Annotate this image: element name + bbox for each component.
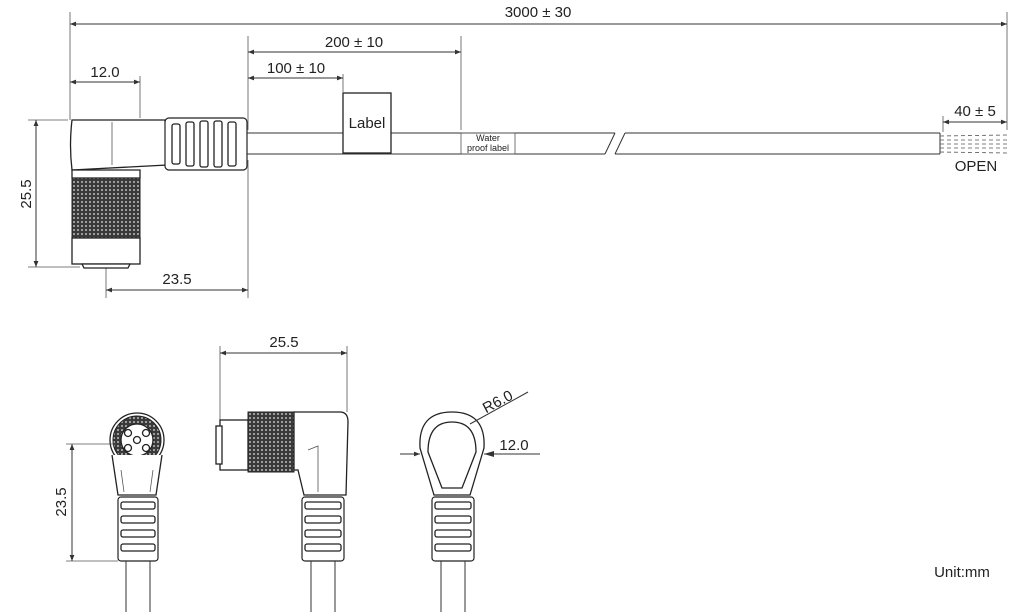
head-height-text: 25.5 <box>18 179 35 208</box>
dim-side-view-length: 25.5 <box>219 334 348 420</box>
label-offset-text: 100 ± 10 <box>267 60 325 77</box>
front-view-height-text: 23.5 <box>53 487 70 516</box>
dim-front-view-height: 23.5 <box>53 443 118 562</box>
open-end-text: OPEN <box>955 158 998 175</box>
side-view-length-text: 25.5 <box>269 334 298 351</box>
dim-label-to-waterproof: 200 ± 10 <box>247 34 462 130</box>
overall-length-text: 3000 ± 30 <box>505 4 572 21</box>
waterproof-line2: proof label <box>467 143 509 153</box>
cable-body <box>247 132 941 155</box>
connector-front-view <box>109 412 165 612</box>
open-wires <box>939 134 1008 154</box>
head-width-text: 12.0 <box>90 64 119 81</box>
strain-relief-top <box>164 117 248 171</box>
strip-length-text: 40 ± 5 <box>954 103 996 120</box>
label-to-waterproof-text: 200 ± 10 <box>325 34 383 51</box>
dim-head-length: 23.5 <box>105 160 249 298</box>
dim-head-height: 25.5 <box>18 119 80 268</box>
unit-label: Unit:mm <box>934 564 990 581</box>
label-tag-text: Label <box>349 115 386 132</box>
dim-overall-length: 3000 ± 30 <box>69 4 1008 130</box>
head-length-text: 23.5 <box>162 271 191 288</box>
top-view-width-text: 12.0 <box>499 437 528 454</box>
waterproof-label: Water proof label <box>460 132 516 155</box>
connector-loop-view <box>419 411 485 612</box>
dim-strip-length: 40 ± 5 <box>942 103 1007 132</box>
dim-top-view-width: 12.0 <box>400 437 540 457</box>
dim-radius: R6.0 <box>469 387 529 425</box>
connector-side-view <box>215 411 349 612</box>
label-tag: Label <box>342 92 392 154</box>
connector-side-head <box>69 119 168 269</box>
radius-text: R6.0 <box>480 387 516 417</box>
dim-head-width: 12.0 <box>70 64 141 118</box>
dim-label-offset: 100 ± 10 <box>248 60 344 92</box>
waterproof-line1: Water <box>476 133 500 143</box>
